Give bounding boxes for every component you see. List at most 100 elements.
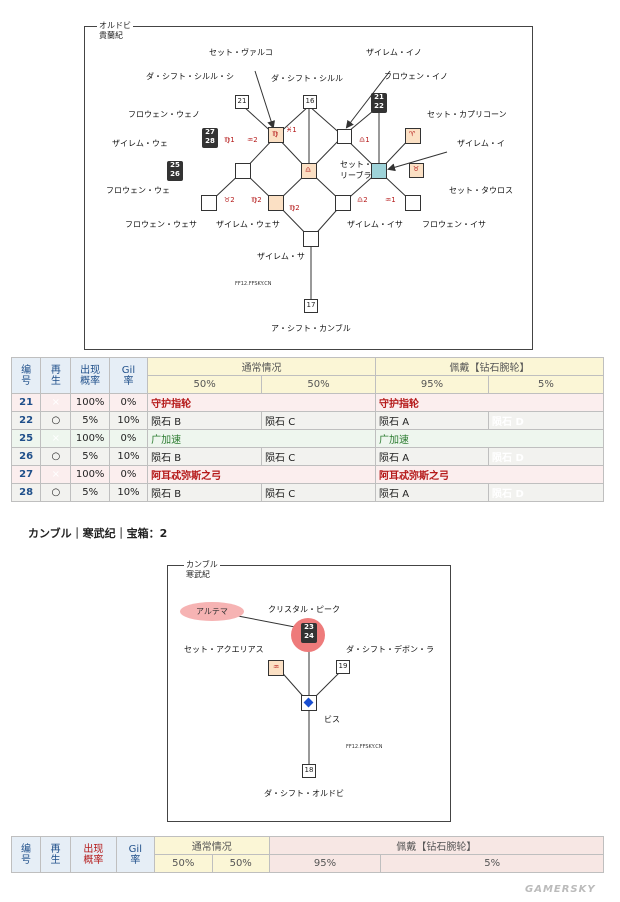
label-zairem-uesa: ザイレム・ウェサ	[216, 220, 280, 229]
zodiac-mark: ♉2	[224, 196, 235, 204]
label-crystal-peak: クリスタル・ピーク	[268, 605, 340, 614]
ultima-badge[interactable]	[180, 602, 244, 621]
label-frouen-ue: フロウェン・ウェ	[106, 186, 170, 195]
cell-respawn: ×	[40, 465, 72, 484]
chest-17-box[interactable]: 17	[304, 299, 318, 313]
map-title-line2: 貴蘭紀	[99, 31, 123, 40]
site-watermark: FF12.FFSKY.CN	[235, 281, 272, 287]
cell-normal-1: 陨石 B	[147, 411, 263, 430]
chest-21-22-badge[interactable]: 21 22	[371, 93, 387, 113]
cell-id: 21	[10, 393, 42, 412]
cell-gil: 10%	[108, 447, 149, 466]
cell-rate: 5%	[70, 411, 110, 430]
cell-equip-1: 陨石 A	[375, 447, 489, 466]
cell-equip-2: 陨石 D	[487, 483, 605, 502]
node-zairem-i[interactable]	[371, 163, 387, 179]
section-title-canbul: カンブル｜寒武纪｜宝箱：2	[28, 527, 168, 540]
cell-respawn: ○	[40, 411, 72, 430]
chest-21-box[interactable]: 21	[235, 95, 249, 109]
node-zairem-sa[interactable]	[303, 231, 319, 247]
header-respawn: 再 生	[40, 357, 72, 394]
cell-rate: 100%	[70, 429, 110, 448]
cell-normal: 守护指轮	[147, 393, 377, 412]
chest-19-box[interactable]: 19	[336, 660, 350, 674]
table-row: 28 ○ 5% 10% 陨石 B 陨石 C 陨石 A 陨石 D	[10, 483, 605, 502]
map2-title-line2: 寒武紀	[186, 570, 210, 579]
header-p1: 50%	[147, 375, 263, 394]
map-canbul: カンブル 寒武紀 アルテマ 23 24 クリスタル・ピーク セット・アクエリアス…	[167, 560, 451, 822]
node-isa-mid[interactable]	[335, 195, 351, 211]
table-row: 25 × 100% 0% 广加速 广加速	[10, 429, 604, 448]
node-capricorn[interactable]	[405, 128, 421, 144]
chest-18-box[interactable]: 18	[302, 764, 316, 778]
chest-16-box[interactable]: 16	[303, 95, 317, 109]
map2-title: カンブル 寒武紀	[184, 560, 220, 580]
header-p4: 5%	[380, 854, 604, 873]
node-lyra[interactable]	[301, 163, 317, 179]
cell-rate: 5%	[70, 483, 110, 502]
cell-equip-2: 陨石 D	[487, 411, 605, 430]
cell-rate: 100%	[70, 393, 110, 412]
zodiac-mark: ♎	[305, 166, 312, 174]
header-normal: 通常情况	[153, 836, 270, 855]
drop-table-canbul: 编 号 再 生 出现 概率 Gil 率 通常情况 佩戴【钻石腕轮】 50% 50…	[11, 836, 605, 873]
cell-respawn: ×	[40, 429, 72, 448]
header-rate: 出现 概率	[69, 836, 117, 873]
header-gil: Gil 率	[108, 357, 149, 394]
chest-27-28-badge[interactable]: 27 28	[202, 128, 218, 148]
label-da-shift-ordovi: ダ・シフト・オルドビ	[264, 789, 344, 798]
zodiac-mark: ♒	[273, 663, 280, 671]
table-row: 26 ○ 5% 10% 陨石 B 陨石 C 陨石 A 陨石 D	[10, 447, 605, 466]
header-id: 编 号	[11, 836, 41, 873]
header-p4: 5%	[487, 375, 605, 394]
zodiac-mark: ♈	[409, 130, 416, 138]
header-equip: 佩戴【钻石腕轮】	[268, 836, 605, 855]
zodiac-mark: ♍1	[224, 136, 235, 144]
label-da-shift-shirul-shi: ダ・シフト・シルル・シ	[146, 72, 234, 81]
zodiac-mark: ♒2	[247, 136, 258, 144]
node-frouen-isa[interactable]	[405, 195, 421, 211]
label-ultima: アルテマ	[196, 607, 228, 616]
cell-gil: 10%	[108, 411, 149, 430]
cell-equip: 守护指轮	[375, 393, 604, 412]
cell-gil: 0%	[108, 429, 149, 448]
cell-equip-2: 陨石 D	[487, 447, 605, 466]
cell-normal-2: 陨石 C	[261, 411, 377, 430]
label-zairem-ue: ザイレム・ウェ	[112, 139, 168, 148]
cell-id: 27	[10, 465, 42, 484]
cell-id: 25	[10, 429, 42, 448]
node-frouen-ue[interactable]	[201, 195, 217, 211]
zodiac-mark: ♉	[413, 165, 420, 173]
node-zairem-i-top[interactable]	[337, 129, 352, 144]
zodiac-mark: ♎2	[357, 196, 368, 204]
node-aquarius[interactable]	[268, 660, 284, 676]
node-set-valco[interactable]	[268, 127, 284, 143]
site-watermark: FF12.FFSKY.CN	[346, 744, 383, 750]
cell-normal-1: 陨石 B	[147, 447, 263, 466]
chest-25-26-badge[interactable]: 25 26	[167, 161, 183, 181]
cell-respawn: ○	[40, 447, 72, 466]
zodiac-mark: ♒1	[385, 196, 396, 204]
cell-normal-2: 陨石 C	[261, 447, 377, 466]
header-p3: 95%	[268, 854, 382, 873]
label-frouen-uesa: フロウェン・ウェサ	[125, 220, 197, 229]
node-taurus[interactable]	[409, 163, 424, 178]
cell-rate: 100%	[70, 465, 110, 484]
header-p1: 50%	[153, 854, 213, 873]
cell-id: 28	[10, 483, 42, 502]
label-set-valco: セット・ヴァルコ	[209, 48, 273, 57]
zodiac-mark: ♓1	[286, 126, 297, 134]
chest-23-24-badge[interactable]: 23 24	[301, 623, 317, 643]
node-uesa-mid[interactable]	[268, 195, 284, 211]
cell-id: 22	[10, 411, 42, 430]
label-zairem-i: ザイレム・イ	[457, 139, 505, 148]
cell-respawn: ×	[40, 393, 72, 412]
label-zairem-isa: ザイレム・イサ	[347, 220, 403, 229]
label-set-lyra: セット・ リーブラ	[340, 160, 372, 180]
header-p3: 95%	[375, 375, 489, 394]
cell-equip: 阿耳忒弥斯之弓	[375, 465, 604, 484]
node-zairem-ue[interactable]	[235, 163, 251, 179]
label-frouen-ueno: フロウェン・ウェノ	[128, 110, 200, 119]
cell-id: 26	[10, 447, 42, 466]
header-rate: 出现 概率	[70, 357, 110, 394]
